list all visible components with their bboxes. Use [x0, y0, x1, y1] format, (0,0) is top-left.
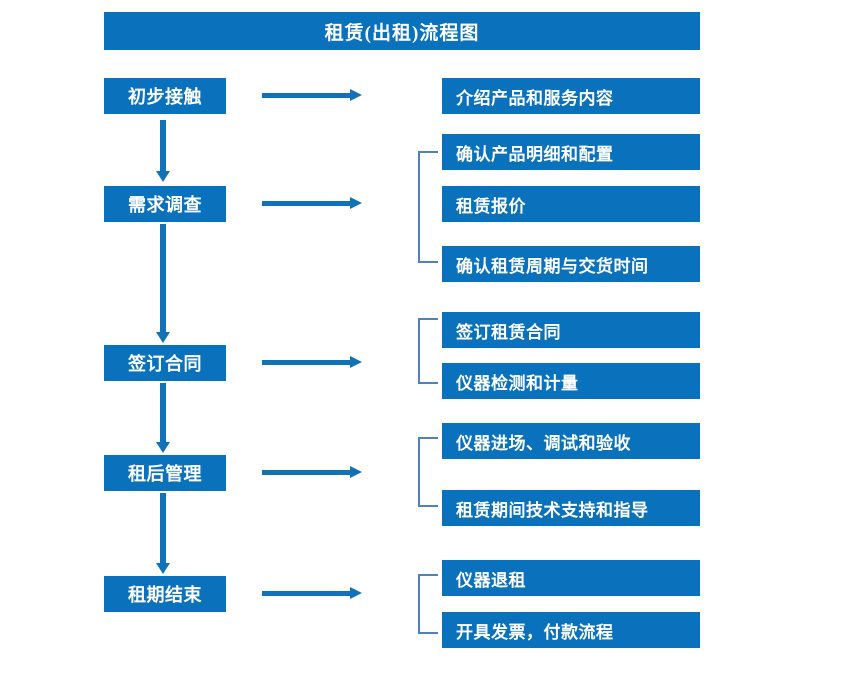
stage-box-4[interactable]: 租后管理	[104, 455, 226, 491]
vertical-arrow-2-to-3	[154, 224, 172, 343]
detail-box-8[interactable]: 租赁期间技术支持和指导	[442, 490, 700, 526]
detail-box-4[interactable]: 确认租赁周期与交货时间	[442, 246, 700, 282]
group-bracket-4	[418, 437, 438, 507]
group-bracket-3	[418, 318, 438, 384]
horizontal-arrow-3	[262, 354, 362, 372]
horizontal-arrow-2	[262, 195, 362, 213]
detail-box-1[interactable]: 介绍产品和服务内容	[442, 78, 700, 114]
stage-box-3[interactable]: 签订合同	[104, 345, 226, 381]
horizontal-arrow-5	[262, 585, 362, 603]
vertical-arrow-3-to-4	[154, 383, 172, 453]
detail-box-3[interactable]: 租赁报价	[442, 186, 700, 222]
stage-box-1[interactable]: 初步接触	[104, 78, 226, 114]
group-bracket-5	[418, 574, 438, 634]
detail-box-9[interactable]: 仪器退租	[442, 560, 700, 596]
stage-box-2[interactable]: 需求调查	[104, 186, 226, 222]
horizontal-arrow-4	[262, 464, 362, 482]
detail-box-7[interactable]: 仪器进场、调试和验收	[442, 423, 700, 459]
detail-box-5[interactable]: 签订租赁合同	[442, 312, 700, 348]
detail-box-2[interactable]: 确认产品明细和配置	[442, 134, 700, 170]
detail-box-10[interactable]: 开具发票，付款流程	[442, 612, 700, 648]
horizontal-arrow-1	[262, 87, 362, 105]
group-bracket-2	[418, 151, 438, 263]
page-title: 租赁(出租)流程图	[104, 12, 700, 50]
stage-box-5[interactable]: 租期结束	[104, 576, 226, 612]
detail-box-6[interactable]: 仪器检测和计量	[442, 363, 700, 399]
vertical-arrow-4-to-5	[154, 493, 172, 574]
vertical-arrow-1-to-2	[154, 120, 172, 182]
